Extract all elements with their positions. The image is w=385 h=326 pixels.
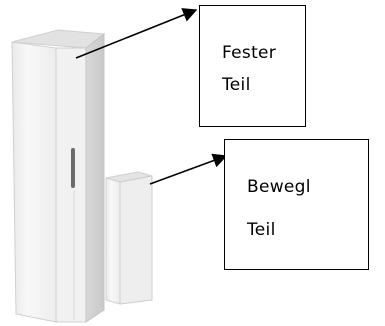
label-fixed-line1: Fester [222, 43, 277, 63]
moving-part-front-face [105, 177, 121, 305]
led-slot [71, 148, 75, 188]
fixed-part-sensor [11, 29, 106, 323]
arrow-moving-part [149, 153, 228, 185]
moving-part-magnet [105, 171, 153, 305]
label-moving-line2: Teil [247, 220, 276, 240]
moving-part-main-face [119, 175, 153, 305]
label-moving-line1: Bewegl [247, 177, 311, 197]
arrow-fixed-part [75, 8, 198, 59]
label-box-fixed-part: Fester Teil [199, 5, 306, 127]
label-box-moving-part: Bewegl Teil [224, 139, 369, 270]
fixed-part-left-face [11, 41, 57, 323]
label-fixed-line2: Teil [222, 75, 251, 95]
fixed-part-right-face [85, 32, 105, 323]
